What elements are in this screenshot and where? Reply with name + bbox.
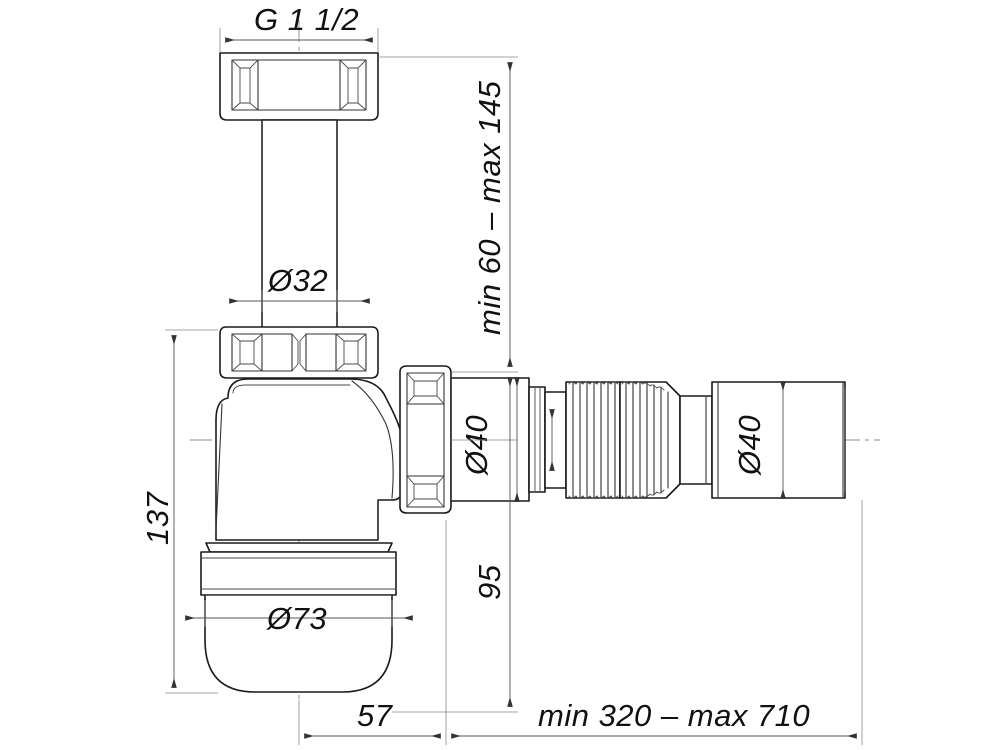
- outlet-union-nut: [399, 365, 452, 514]
- corrugated-flexible-hose-right: [619, 381, 713, 499]
- dimension-top-thread: G 1 1/2: [219, 2, 379, 52]
- dim-label-outlet-height: 95: [472, 564, 507, 600]
- dim-label-horizontal-reach: min 320 – max 710: [538, 698, 810, 733]
- dimension-bowl-diameter: Ø73: [185, 600, 413, 636]
- dimension-outlet-diameter-far: Ø40: [732, 381, 786, 499]
- corrugated-flexible-hose-left: [565, 381, 621, 499]
- trap-body: [215, 378, 403, 541]
- dimension-outlet-diameter-near: Ø40: [459, 377, 555, 502]
- dim-label-body-height: 137: [140, 491, 175, 545]
- dim-label-inlet-diameter: Ø32: [267, 263, 328, 298]
- dim-label-bowl-diameter: Ø73: [266, 601, 327, 636]
- top-union-nut: [219, 52, 379, 121]
- dimension-body-offset: 57: [298, 520, 447, 745]
- dimension-vertical-adjust: min 60 – max 145: [378, 56, 518, 373]
- dimension-outlet-height: 95: [392, 377, 518, 713]
- dim-label-outlet-diameter-near: Ø40: [459, 415, 494, 476]
- dim-label-body-offset: 57: [357, 698, 394, 733]
- end-socket: [711, 381, 846, 499]
- bowl-collar: [200, 542, 397, 596]
- dimension-body-height: 137: [140, 329, 218, 694]
- dimension-inlet-diameter: Ø32: [229, 263, 370, 312]
- dimension-horizontal-reach: min 320 – max 710: [451, 500, 863, 745]
- dim-label-outlet-diameter-far: Ø40: [732, 415, 767, 476]
- middle-union-nut: [219, 326, 379, 379]
- dim-label-top-thread: G 1 1/2: [254, 2, 359, 37]
- dim-label-vertical-adjust: min 60 – max 145: [472, 80, 507, 335]
